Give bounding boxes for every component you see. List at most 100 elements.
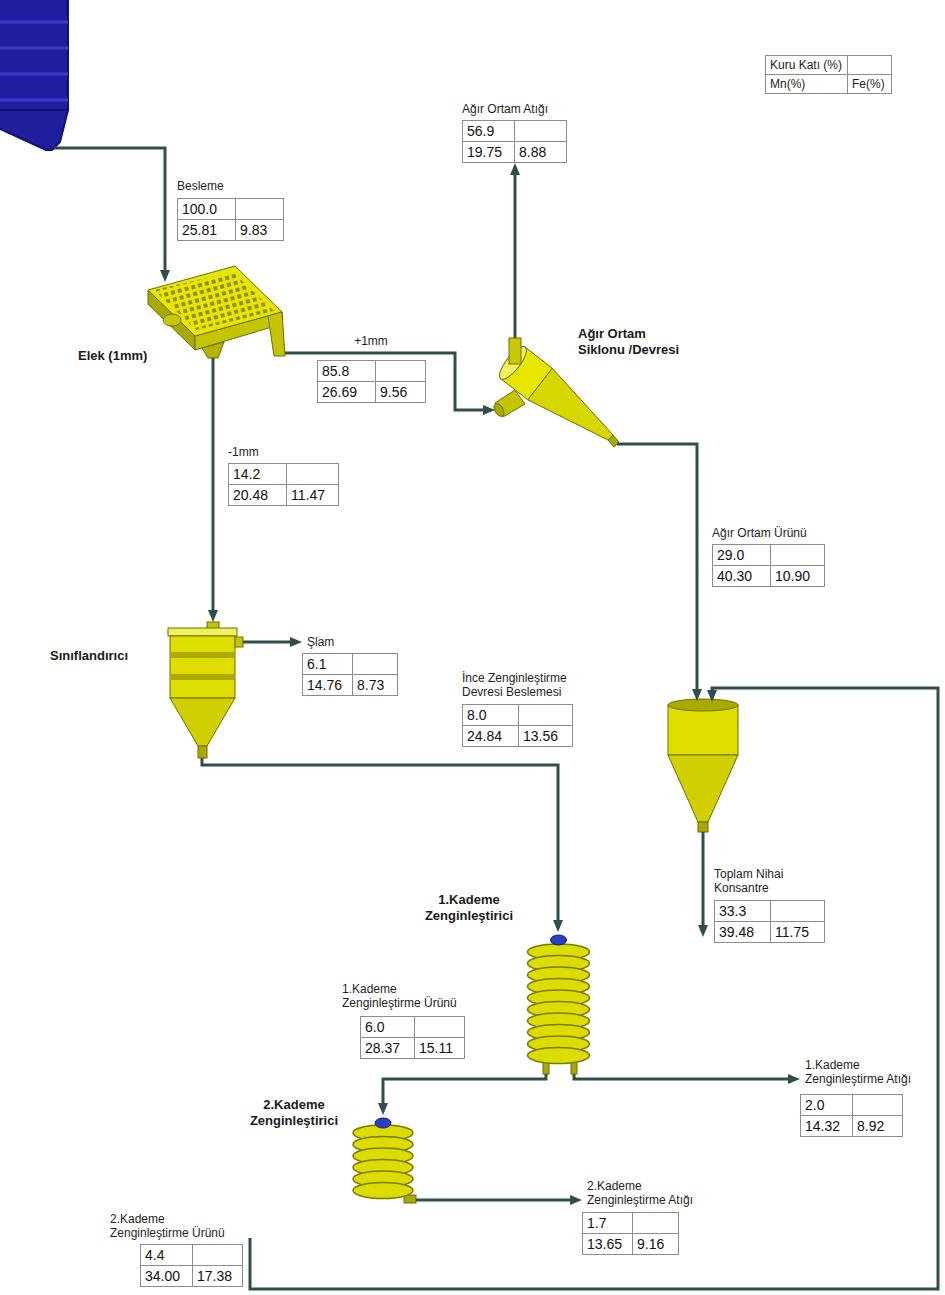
value-cell: 11.75 (771, 922, 825, 943)
flow-line (54, 148, 938, 1289)
value-cell: 20.48 (229, 485, 287, 506)
equipment-unit: Ağır Ortam Siklonu /Devresi (495, 338, 622, 448)
value-cell: 4.4 (141, 1245, 193, 1266)
empty-cell (853, 1095, 903, 1116)
stream-table: İnce Zenginleştirme Devresi Beslemesi 8.0… (462, 671, 586, 747)
spiral-concentrator (375, 1118, 391, 1128)
stream-table: Şlam6.114.768.73 (302, 635, 398, 696)
stream-table: Toplam Nihai Konsantre33.339.4811.75 (714, 867, 825, 943)
vibrating-screen (202, 342, 224, 358)
vibrating-screen (163, 314, 181, 326)
key-cell: Mn(%) (766, 75, 848, 94)
value-cell: 11.47 (287, 485, 339, 506)
value-cell: 100.0 (178, 199, 236, 220)
empty-cell (236, 199, 284, 220)
spiral-concentrator (551, 935, 567, 945)
empty-cell (771, 545, 825, 566)
flow-line (702, 832, 705, 931)
feed-bin (0, 47, 68, 50)
value-table: 1.713.659.16 (582, 1212, 679, 1255)
value-cell: 19.75 (463, 142, 515, 163)
flow-arrow (514, 169, 517, 338)
product-sump (668, 755, 738, 822)
equipment-label: 1.Kademe Zenginleştirici (415, 892, 523, 924)
spiral-concentrator (353, 1183, 413, 1199)
product-sump (668, 705, 738, 755)
flow-line (54, 148, 165, 276)
equipment-unit: Sınıflandırıcı (165, 622, 243, 758)
flow-arrow (383, 1074, 546, 1109)
product-sump (698, 822, 708, 832)
value-table: 85.826.699.56 (317, 360, 426, 403)
value-cell: 9.83 (236, 220, 284, 241)
stream-table: -1mm 14.220.4811.47 (228, 445, 339, 506)
value-cell: 8.0 (463, 705, 519, 726)
feed-bin (0, 110, 68, 150)
vibrating-screen (148, 266, 285, 358)
value-table: 6.114.768.73 (302, 653, 398, 696)
value-cell: 6.1 (303, 654, 353, 675)
product-sump (668, 699, 738, 711)
value-cell: 39.48 (715, 922, 771, 943)
key-table: Kuru Katı (%)Mn(%)Fe(%) (765, 55, 892, 94)
value-cell: 40.30 (713, 566, 771, 587)
stream-table: Ağır Ortam Ürünü 29.040.3010.90 (712, 526, 838, 587)
value-cell: 14.2 (229, 464, 287, 485)
value-cell: 13.65 (583, 1234, 633, 1255)
vibrating-screen (148, 266, 282, 336)
equipment-label: Elek (1mm) (78, 348, 158, 364)
flow-arrow (243, 641, 296, 644)
value-cell: 8.92 (853, 1116, 903, 1137)
value-cell: 8.73 (353, 675, 398, 696)
stream-name: 1.Kademe Zenginleştirme Atığı (800, 1058, 926, 1086)
dense-medium-cyclone (509, 338, 521, 364)
value-cell: 9.16 (633, 1234, 679, 1255)
value-cell: 56.9 (463, 121, 515, 142)
flow-arrow (416, 1199, 576, 1202)
value-cell: 26.69 (318, 382, 376, 403)
stream-name: -1mm (228, 445, 338, 459)
hydraulic-classifier (170, 652, 235, 658)
empty-cell (515, 121, 567, 142)
value-cell: 10.90 (771, 566, 825, 587)
value-table: 33.339.4811.75 (714, 900, 825, 943)
equipment-unit: Elek (1mm) (140, 262, 285, 358)
spiral-concentrator (528, 935, 590, 1074)
hydraulic-classifier (198, 746, 207, 758)
vibrating-screen (268, 312, 285, 356)
value-cell: 1.7 (583, 1213, 633, 1234)
feed-bin (0, 0, 68, 150)
stream-name: Ağır Ortam Ürünü (712, 526, 838, 540)
equipment-unit: 2.Kademe Zenginleştirici (350, 1115, 416, 1205)
equipment-label: Ağır Ortam Siklonu /Devresi (578, 326, 686, 358)
hydraulic-classifier (235, 637, 243, 647)
stream-name: Ağır Ortam Atığı (462, 102, 588, 116)
value-cell: 14.76 (303, 675, 353, 696)
value-table: 14.220.4811.47 (228, 463, 339, 506)
hydraulic-classifier (170, 674, 235, 680)
empty-cell (519, 705, 573, 726)
dense-medium-cyclone (492, 402, 506, 418)
equipment-unit: 1.Kademe Zenginleştirici (525, 932, 592, 1074)
value-cell: 25.81 (178, 220, 236, 241)
empty-cell (353, 654, 398, 675)
flow-arrow (574, 1074, 794, 1079)
value-cell: 28.37 (361, 1038, 415, 1059)
equipment-label: 2.Kademe Zenginleştirici (244, 1097, 344, 1129)
feed-bin (0, 0, 68, 110)
flow-arrow (202, 758, 558, 926)
value-table: 100.025.819.83 (177, 198, 284, 241)
empty-cell (376, 361, 426, 382)
empty-cell (633, 1213, 679, 1234)
stream-table: 2.Kademe Zenginleştirme Atığı1.713.659.1… (582, 1179, 708, 1255)
value-cell: 9.56 (376, 382, 426, 403)
empty-cell (771, 901, 825, 922)
stream-name: +1mm (317, 334, 425, 348)
stream-table: Besleme100.025.819.83 (177, 179, 287, 241)
stream-name: İnce Zenginleştirme Devresi Beslemesi (462, 671, 586, 699)
product-sump (668, 699, 738, 832)
flow-arrow (285, 353, 489, 410)
value-cell: 33.3 (715, 901, 771, 922)
value-table: 29.040.3010.90 (712, 544, 825, 587)
